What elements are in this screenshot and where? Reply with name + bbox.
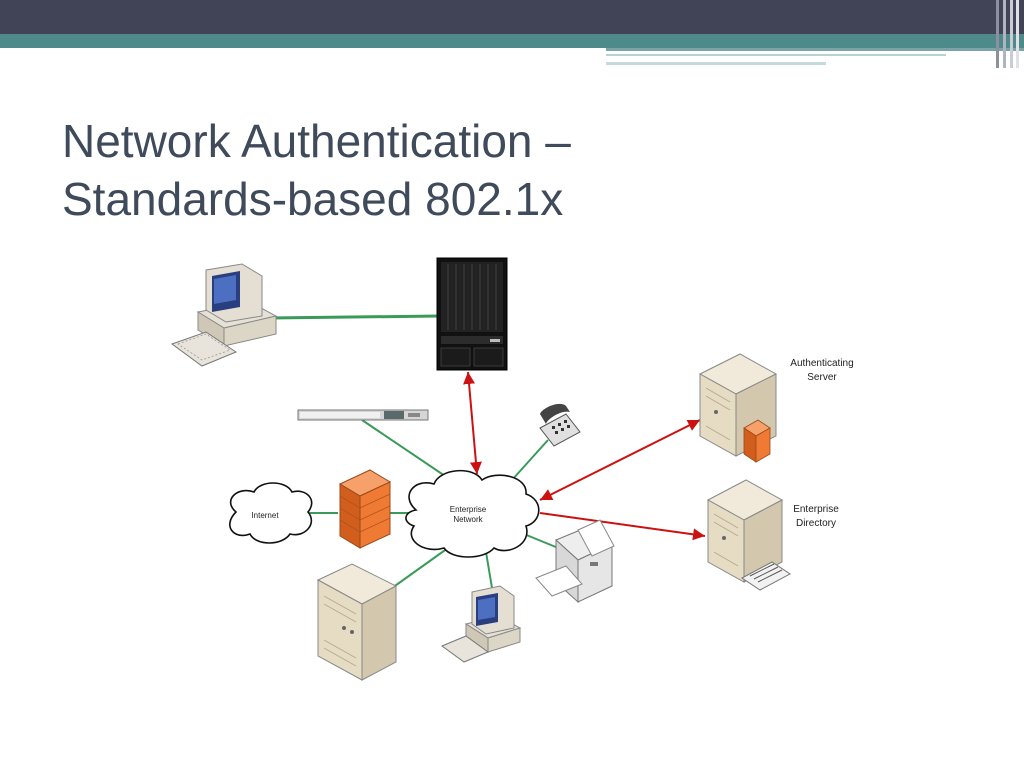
link-phone-network <box>511 439 549 481</box>
enterprise-network-label-line1: Enterprise <box>450 505 487 514</box>
green-links <box>269 314 569 589</box>
auth-server-label-line2: Server <box>807 372 837 383</box>
link-server-network <box>391 547 449 589</box>
firewall-device <box>338 469 392 549</box>
phone-device <box>539 403 581 447</box>
enterprise-directory-server: Enterprise Directory <box>706 479 839 591</box>
printer-device <box>535 519 615 604</box>
rack-appliance <box>297 409 429 421</box>
internet-cloud: Internet <box>229 482 313 544</box>
auth-server-label-line1: Authenticating <box>790 358 853 369</box>
tower-server <box>316 563 398 681</box>
link-network-directory <box>539 512 706 541</box>
enterprise-network-label-line2: Network <box>453 515 483 524</box>
enterprise-network-cloud: Enterprise Network <box>405 469 540 558</box>
link-workstation-switch <box>269 314 441 320</box>
workstation-device <box>170 263 278 367</box>
header-dark-bar <box>0 0 1024 34</box>
internet-label: Internet <box>251 511 279 520</box>
directory-label-line2: Directory <box>796 518 836 529</box>
red-links <box>463 371 706 541</box>
header-decoration <box>606 0 1024 68</box>
client-pc <box>440 585 522 663</box>
authenticating-server: Authenticating Server <box>698 353 854 463</box>
link-switch-network <box>463 371 482 475</box>
slide-title: Network Authentication – Standards-based… <box>62 112 962 228</box>
link-appliance-network <box>361 419 449 479</box>
link-network-auth-server <box>539 419 701 501</box>
slide-title-line1: Network Authentication – <box>62 115 571 167</box>
link-pc-network <box>485 551 493 589</box>
header-teal-band <box>0 34 1024 48</box>
switch-chassis <box>436 257 508 371</box>
directory-label-line1: Enterprise <box>793 504 839 515</box>
slide-title-line2: Standards-based 802.1x <box>62 173 564 225</box>
